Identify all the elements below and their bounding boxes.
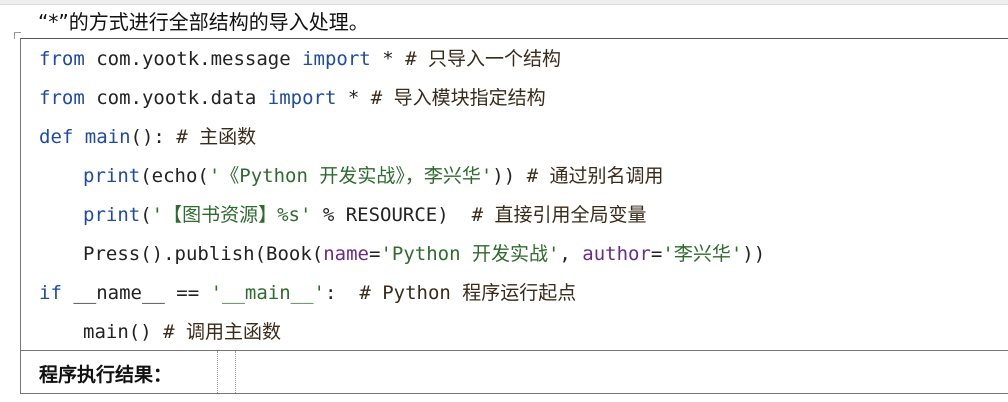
- code-text: % RESOURCE): [311, 204, 472, 226]
- code-comment: # Python 程序运行起点: [359, 282, 577, 304]
- parameter-name: name: [323, 243, 369, 265]
- cell-divider: [235, 351, 237, 393]
- keyword: if: [39, 282, 62, 304]
- code-block: from com.yootk.message import * # 只导入一个结…: [20, 38, 1008, 351]
- code-text: ():: [130, 126, 177, 148]
- intro-paragraph: “*”的方式进行全部结构的导入处理。: [38, 10, 369, 34]
- string-literal: '__main__': [210, 282, 325, 304]
- code-text: =: [368, 243, 381, 265]
- string-literal: 'Python 开发实战': [380, 243, 560, 265]
- code-text: *: [370, 48, 406, 70]
- string-literal: '《Python 开发实战》，李兴华': [208, 165, 493, 187]
- result-label: 程序执行结果：: [39, 364, 173, 386]
- keyword: print: [83, 165, 141, 187]
- keyword: def: [39, 126, 74, 148]
- code-text: (echo(: [140, 165, 209, 187]
- keyword: print: [83, 204, 141, 226]
- code-text: (: [140, 204, 152, 226]
- code-comment: # 通过别名调用: [526, 165, 664, 187]
- module-name: com.yootk.message: [84, 48, 303, 70]
- code-comment: # 调用主函数: [163, 321, 281, 343]
- code-text: Press().publish(Book(: [83, 243, 324, 265]
- module-name: com.yootk.data: [84, 87, 268, 109]
- code-line-4: print(echo('《Python 开发实战》，李兴华')) # 通过别名调…: [83, 164, 664, 188]
- code-line-1: from com.yootk.message import * # 只导入一个结…: [39, 47, 561, 71]
- keyword: import: [302, 48, 371, 70]
- ribbon-edge: [0, 0, 1008, 5]
- code-line-3: def main(): # 主函数: [39, 125, 256, 149]
- code-comment: # 只导入一个结构: [405, 48, 561, 70]
- function-name: main: [73, 126, 131, 148]
- code-text: *: [336, 87, 371, 109]
- keyword: import: [267, 87, 337, 109]
- code-comment: # 导入模块指定结构: [370, 87, 546, 109]
- result-row: 程序执行结果：: [20, 350, 1008, 394]
- cell-divider: [217, 351, 219, 393]
- code-text: )): [492, 165, 527, 187]
- string-literal: '【图书资源】%s': [151, 204, 312, 226]
- code-text: ,: [559, 243, 583, 265]
- code-text: =: [650, 243, 663, 265]
- code-text: main(): [83, 321, 164, 343]
- code-line-8: main() # 调用主函数: [83, 320, 281, 344]
- code-text: :: [325, 282, 360, 304]
- code-comment: # 主函数: [176, 126, 257, 148]
- keyword: from: [39, 48, 85, 70]
- code-comment: # 直接引用全局变量: [471, 204, 647, 226]
- code-line-5: print('【图书资源】%s' % RESOURCE) # 直接引用全局变量: [83, 203, 646, 227]
- corner-mark: [14, 32, 21, 39]
- code-text: __name__ ==: [61, 282, 211, 304]
- code-line-7: if __name__ == '__main__': # Python 程序运行…: [39, 281, 576, 305]
- code-line-6: Press().publish(Book(name='Python 开发实战',…: [83, 242, 765, 266]
- code-text: )): [742, 243, 766, 265]
- code-line-2: from com.yootk.data import * # 导入模块指定结构: [39, 86, 546, 110]
- string-literal: '李兴华': [662, 243, 743, 265]
- keyword: from: [39, 87, 85, 109]
- parameter-name: author: [582, 243, 651, 265]
